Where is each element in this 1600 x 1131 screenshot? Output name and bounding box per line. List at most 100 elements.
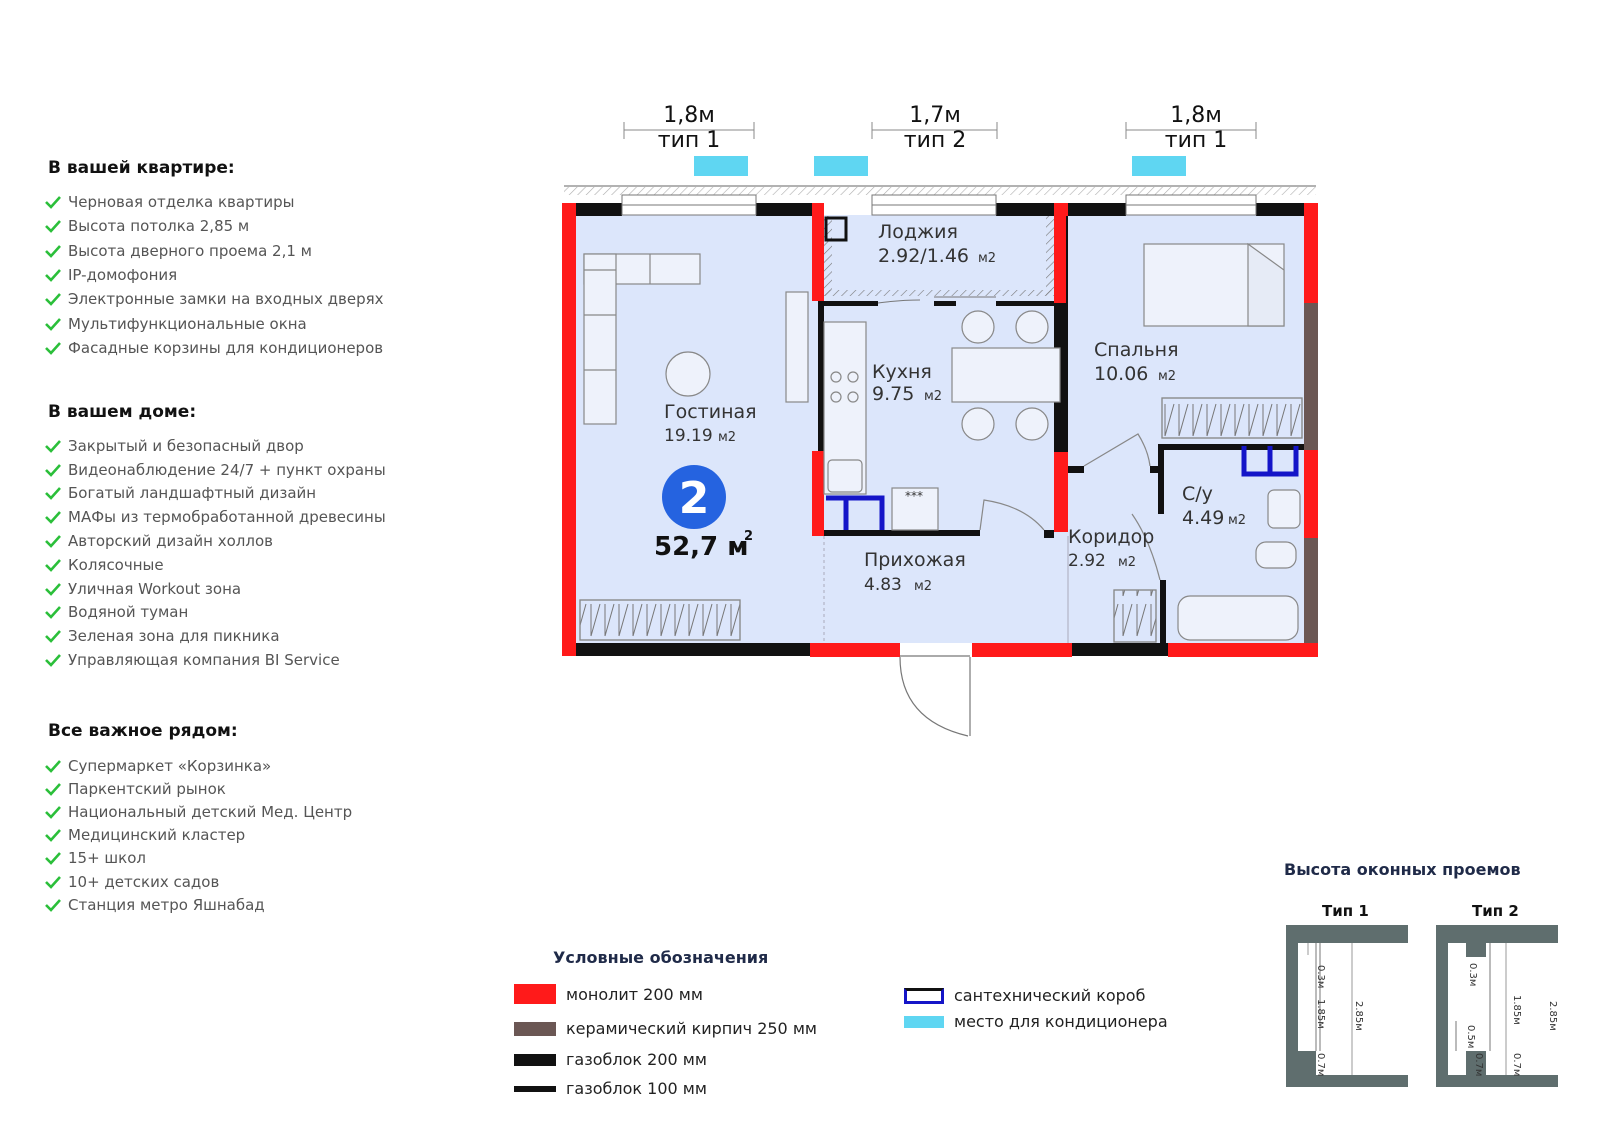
stove-marks: *** <box>905 489 923 503</box>
walls-gasblock <box>576 203 1304 656</box>
legend-title: Условные обозначения <box>553 948 769 967</box>
window-type2-diagram: 0.3м 0.5м 1.85м 0.7м 0.7м 2.85м <box>1436 925 1558 1087</box>
legend-gas200: газоблок 200 мм <box>514 1050 707 1069</box>
feature-item-label: Водяной туман <box>68 603 189 622</box>
loggia <box>824 216 1054 304</box>
check-icon <box>45 196 61 210</box>
feature-item: Водяной туман <box>44 601 386 625</box>
t2-total: 2.85м <box>1547 1001 1558 1031</box>
legend-gas200-label: газоблок 200 мм <box>566 1050 707 1069</box>
bedroom-area: 10.06 <box>1094 363 1148 385</box>
kitchen-unit: м2 <box>924 389 942 404</box>
corridor-area: 2.92 <box>1068 551 1106 571</box>
window-dimensions: 1,8м тип 1 1,7м тип 2 1,8м тип 1 <box>623 103 1257 153</box>
feature-item-label: Фасадные корзины для кондиционеров <box>68 338 384 357</box>
window-1-width: 1,8м <box>663 103 715 128</box>
walls-brick <box>1304 303 1318 643</box>
feature-item: Электронные замки на входных дверях <box>44 287 384 311</box>
window-type1-diagram: 0.3м 1.85м 0.7м 2.85м <box>1286 925 1408 1087</box>
room-labels: Лоджия 2.92/1.46 м2 Кухня 9.75 м2 Гостин… <box>664 221 1246 595</box>
check-icon <box>45 487 61 501</box>
check-icon <box>45 898 61 912</box>
window-type2-label: Тип 2 <box>1472 902 1519 920</box>
legend-monolith: монолит 200 мм <box>514 984 703 1004</box>
kitchen-area: 9.75 <box>872 383 914 405</box>
check-icon <box>45 582 61 596</box>
legend-plumbing: сантехнический короб <box>904 986 1145 1005</box>
window-dim-3: 1,8м тип 1 <box>1125 103 1257 153</box>
plumbing-boxes <box>826 446 1299 530</box>
feature-item: Черновая отделка квартиры <box>44 190 384 214</box>
feature-item-label: Мультифункциональные окна <box>68 314 307 333</box>
swatch-plumbing <box>904 987 944 1004</box>
check-icon <box>45 875 61 889</box>
bedroom-furniture <box>1083 242 1303 467</box>
t1-total: 2.85м <box>1353 1001 1364 1031</box>
feature-item: Фасадные корзины для кондиционеров <box>44 336 384 360</box>
corridor-unit: м2 <box>1118 555 1136 570</box>
t2-extra: 0.5м <box>1465 1025 1476 1048</box>
loggia-name: Лоджия <box>878 221 958 243</box>
t2-bottom: 0.7м <box>1511 1053 1522 1076</box>
check-icon <box>45 559 61 572</box>
feature-item-label: IP-домофония <box>68 266 178 285</box>
feature-item-label: Богатый ландшафтный дизайн <box>68 484 317 503</box>
feature-item: Управляющая компания BI Service <box>44 648 386 672</box>
check-icon <box>45 440 61 453</box>
hall-unit: м2 <box>914 579 932 594</box>
check-icon <box>45 829 61 843</box>
feature-item: Уличная Workout зона <box>44 577 386 601</box>
conditioner-spots <box>694 156 1186 176</box>
feature-item: 15+ школ <box>44 847 352 870</box>
bathroom-name: С/у <box>1182 483 1213 505</box>
feature-item-label: Высота потолка 2,85 м <box>68 217 250 236</box>
window-1-type: тип 1 <box>658 128 721 153</box>
total-area-sup: 2 <box>744 529 753 544</box>
house-section-title: В вашем доме: <box>48 402 197 422</box>
feature-item: Станция метро Яшнабад <box>44 893 352 916</box>
window-3-type: тип 1 <box>1165 128 1228 153</box>
feature-item-label: Высота дверного проема 2,1 м <box>68 241 312 260</box>
feature-item: Медицинский кластер <box>44 824 352 847</box>
rooms-badge: 2 <box>662 465 726 529</box>
check-icon <box>45 630 61 644</box>
check-icon <box>45 463 61 477</box>
feature-item: IP-домофония <box>44 263 384 287</box>
feature-item: Авторский дизайн холлов <box>44 529 386 553</box>
windows <box>621 194 1257 216</box>
check-icon <box>45 293 61 307</box>
feature-item-label: Медицинский кластер <box>68 826 246 845</box>
feature-item-label: Закрытый и безопасный двор <box>68 436 304 455</box>
swatch-gas200 <box>514 1053 556 1066</box>
feature-item-label: Супермаркет «Корзинка» <box>68 756 272 775</box>
t1-top: 0.3м <box>1315 965 1326 988</box>
swatch-conditioner <box>904 1015 944 1028</box>
feature-item-label: Черновая отделка квартиры <box>68 193 295 212</box>
loggia-area: 2.92/1.46 <box>878 245 969 267</box>
total-area: 52,7 м <box>654 532 748 562</box>
feature-item: Колясочные <box>44 553 386 577</box>
t1-middle: 1.85м <box>1315 999 1326 1029</box>
feature-item: Видеонаблюдение 24/7 + пункт охраны <box>44 458 386 482</box>
feature-item-label: Авторский дизайн холлов <box>68 532 273 551</box>
legend-conditioner-label: место для кондиционера <box>954 1012 1168 1031</box>
entry-door <box>899 655 971 737</box>
feature-item: МАФы из термобработанной древесины <box>44 505 386 529</box>
feature-item-label: Видеонаблюдение 24/7 + пункт охраны <box>68 460 386 479</box>
feature-item-label: Зеленая зона для пикника <box>68 627 280 646</box>
swatch-monolith <box>514 984 556 1004</box>
living-unit: м2 <box>718 430 736 445</box>
feature-item-label: Уличная Workout зона <box>68 579 242 598</box>
feature-item-label: МАФы из термобработанной древесины <box>68 508 386 527</box>
check-icon <box>45 535 61 548</box>
feature-item: Паркентский рынок <box>44 777 352 800</box>
corridor-name: Коридор <box>1068 526 1154 548</box>
feature-item: 10+ детских садов <box>44 870 352 893</box>
bathroom-furniture <box>1113 489 1301 643</box>
window-3-width: 1,8м <box>1170 103 1222 128</box>
hall-name: Прихожая <box>864 549 966 571</box>
floor-plan: 1,8м тип 1 1,7м тип 2 1,8м тип 1 <box>562 103 1318 737</box>
check-icon <box>45 220 61 234</box>
